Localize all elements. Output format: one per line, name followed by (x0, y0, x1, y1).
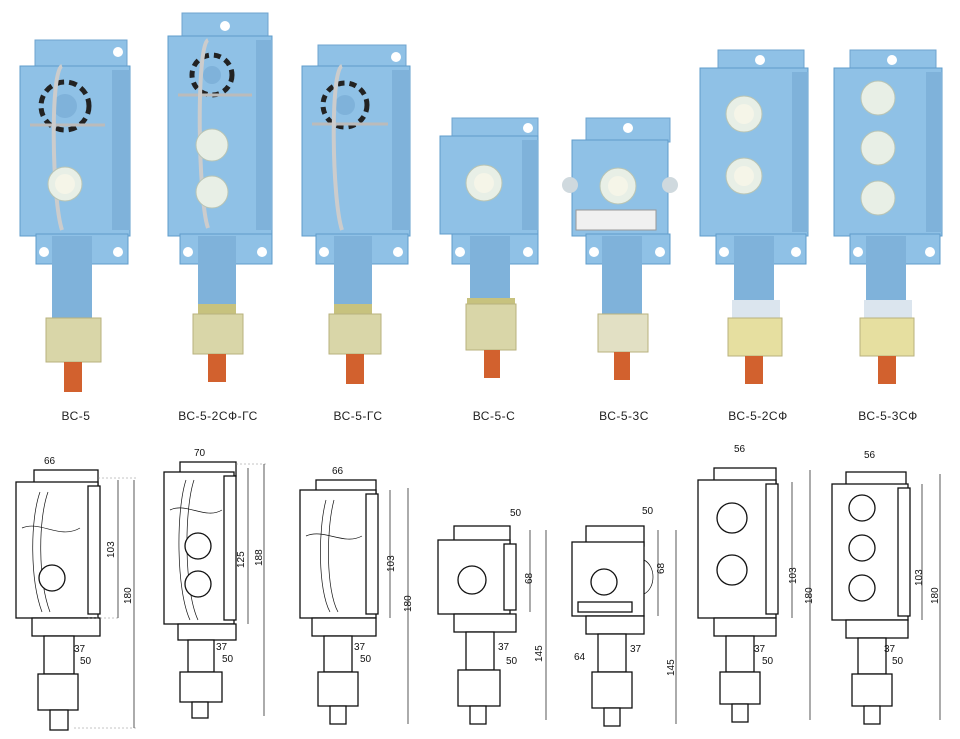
dim-mount: 50 (762, 656, 774, 667)
dim-height: 125 (236, 551, 247, 568)
dim-height: 68 (524, 572, 535, 584)
drawing-vs5-gs: 66 103 180 37 50 (299, 466, 414, 725)
dim-height: 68 (656, 562, 667, 574)
dim-total: 180 (403, 595, 414, 612)
dim-depth: 37 (754, 644, 766, 655)
dim-width: 66 (44, 456, 56, 467)
dim-total: 188 (254, 549, 265, 566)
dim-mount: 50 (80, 656, 92, 667)
product-label: ВС-5-3СФ (858, 409, 917, 423)
photo-vs5 (19, 39, 131, 392)
product-label: ВС-5 (62, 409, 91, 423)
product-label: ВС-5-2СФ-ГС (178, 409, 258, 423)
photo-vs5-2sf (699, 49, 809, 384)
dim-depth: 37 (630, 644, 642, 655)
photo-vs5-3s (562, 117, 678, 380)
dim-total: 180 (123, 587, 134, 604)
dim-height: 103 (914, 569, 925, 586)
dim-mount: 50 (360, 654, 372, 665)
photo-vs5-gs (301, 44, 411, 384)
dim-total: 145 (666, 659, 677, 676)
dim-depth: 37 (74, 644, 86, 655)
dim-height: 103 (106, 541, 117, 558)
dim-depth: 37 (498, 642, 510, 653)
dim-mount: 64 (574, 652, 586, 663)
dim-width: 56 (864, 450, 876, 461)
drawing-vs5-3s: 50 68 145 37 64 (571, 506, 677, 727)
dim-mount: 50 (892, 656, 904, 667)
dim-mount: 50 (222, 654, 234, 665)
dim-depth: 37 (216, 642, 228, 653)
drawing-vs5: 66 103 180 37 50 (15, 456, 136, 731)
dim-depth: 37 (884, 644, 896, 655)
dim-width: 70 (194, 448, 206, 459)
drawing-vs5-s: 50 68 145 37 50 (437, 508, 547, 725)
dim-total: 180 (804, 587, 815, 604)
product-label: ВС-5-С (473, 409, 516, 423)
dim-total: 145 (534, 645, 545, 662)
dim-width: 50 (510, 508, 522, 519)
dim-height: 103 (788, 567, 799, 584)
drawing-vs5-3sf: 56 103 180 37 50 (831, 450, 941, 725)
product-label: ВС-5-ГС (333, 409, 382, 423)
dim-width: 56 (734, 444, 746, 455)
dim-mount: 50 (506, 656, 518, 667)
drawing-vs5-2sf: 56 103 180 37 50 (697, 444, 815, 723)
product-label: ВС-5-3С (599, 409, 649, 423)
dim-total: 180 (930, 587, 941, 604)
photo-vs5-2sf-gs (167, 12, 273, 382)
dim-height: 103 (386, 555, 397, 572)
drawing-vs5-2sf-gs: 70 125 188 37 50 (163, 448, 268, 719)
dim-depth: 37 (354, 642, 366, 653)
dim-width: 50 (642, 506, 654, 517)
dim-width: 66 (332, 466, 344, 477)
photo-vs5-3sf (833, 49, 943, 384)
product-label: ВС-5-2СФ (728, 409, 787, 423)
photo-vs5-s (439, 117, 539, 378)
